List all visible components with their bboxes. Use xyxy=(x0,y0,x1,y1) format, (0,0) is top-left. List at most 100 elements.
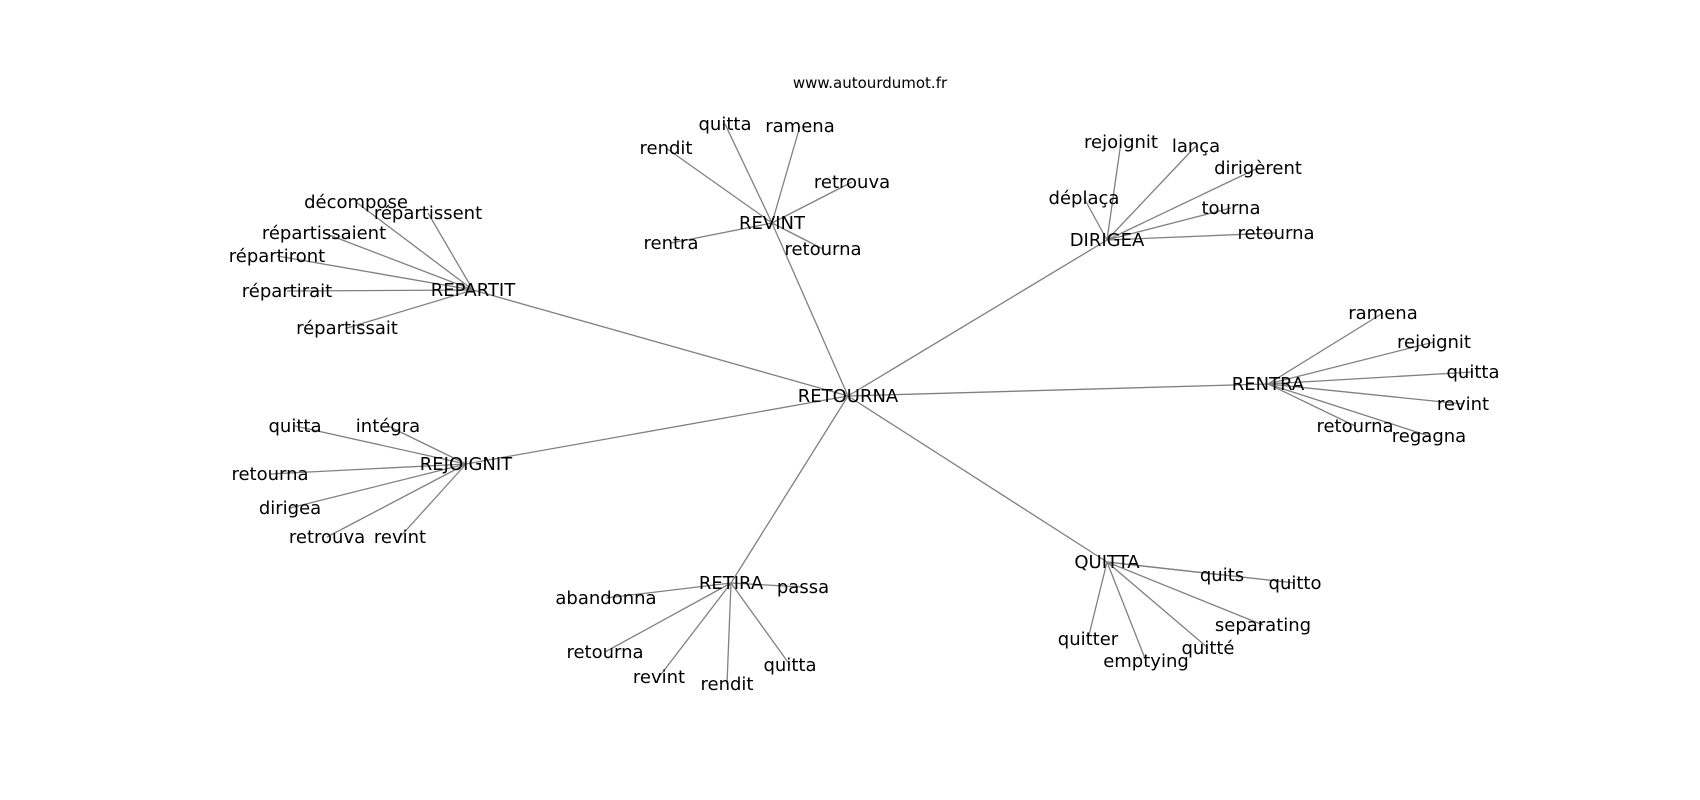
hub-label-revint[interactable]: REVINT xyxy=(739,213,806,234)
leaf-label-rentra-2[interactable]: quitta xyxy=(1447,362,1500,383)
leaf-label-quitta-4[interactable]: quitté xyxy=(1181,638,1234,659)
edge-revint-leaf-0 xyxy=(724,123,773,224)
leaf-label-revint-3[interactable]: retrouva xyxy=(814,172,890,193)
edge-center-revint xyxy=(771,222,849,397)
edge-revint-leaf-1 xyxy=(771,125,801,224)
leaf-label-retira-1[interactable]: passa xyxy=(777,577,829,598)
edge-retira-leaf-2 xyxy=(604,582,732,653)
edge-quitta-leaf-4 xyxy=(1106,561,1209,649)
graph-edges xyxy=(269,123,1474,685)
leaf-label-dirigea-3[interactable]: déplaça xyxy=(1049,188,1120,209)
edge-repartit-leaf-2 xyxy=(323,232,474,291)
leaf-label-repartit-2[interactable]: répartissaient xyxy=(262,223,386,244)
leaf-label-rentra-5[interactable]: regagna xyxy=(1392,426,1466,447)
watermark: www.autourdumot.fr xyxy=(793,74,948,92)
leaf-label-rejoignit-2[interactable]: retourna xyxy=(231,464,308,485)
edge-rejoignit-leaf-5 xyxy=(399,463,467,538)
edge-center-quitta xyxy=(847,395,1108,563)
leaf-label-quitta-5[interactable]: emptying xyxy=(1103,651,1189,672)
edge-dirigea-leaf-3 xyxy=(1083,197,1108,241)
leaf-label-rejoignit-5[interactable]: revint xyxy=(374,527,426,548)
hub-label-rentra[interactable]: RENTRA xyxy=(1232,374,1305,395)
edge-dirigea-leaf-2 xyxy=(1106,167,1259,241)
leaf-label-repartit-5[interactable]: répartissait xyxy=(296,318,398,339)
leaf-label-dirigea-5[interactable]: retourna xyxy=(1237,223,1314,244)
edge-rentra-leaf-2 xyxy=(1267,371,1474,385)
edge-revint-leaf-4 xyxy=(670,222,773,244)
leaf-label-quitta-2[interactable]: separating xyxy=(1215,615,1311,636)
leaf-label-rejoignit-1[interactable]: intégra xyxy=(356,416,420,437)
edge-retira-leaf-0 xyxy=(605,582,732,599)
edge-rentra-leaf-5 xyxy=(1267,383,1430,437)
edge-repartit-leaf-5 xyxy=(346,289,474,329)
leaf-label-revint-2[interactable]: rendit xyxy=(640,138,693,159)
leaf-label-revint-5[interactable]: retourna xyxy=(784,239,861,260)
leaf-label-rejoignit-4[interactable]: retrouva xyxy=(289,527,365,548)
edge-rejoignit-leaf-0 xyxy=(294,425,467,465)
leaf-label-revint-1[interactable]: ramena xyxy=(765,116,834,137)
edge-repartit-leaf-0 xyxy=(355,201,474,291)
leaf-label-rejoignit-0[interactable]: quitta xyxy=(269,416,322,437)
edge-center-dirigea xyxy=(847,239,1108,397)
edge-rentra-leaf-3 xyxy=(1267,383,1464,405)
edge-quitta-leaf-5 xyxy=(1106,561,1147,662)
edge-dirigea-leaf-1 xyxy=(1106,145,1197,241)
edge-retira-leaf-1 xyxy=(730,582,804,588)
leaf-label-dirigea-2[interactable]: dirigèrent xyxy=(1214,158,1302,179)
leaf-label-dirigea-1[interactable]: lança xyxy=(1172,136,1220,157)
leaf-label-revint-4[interactable]: rentra xyxy=(644,233,699,254)
edge-rejoignit-leaf-4 xyxy=(326,463,467,538)
leaf-label-revint-0[interactable]: quitta xyxy=(699,114,752,135)
leaf-label-dirigea-0[interactable]: rejoignit xyxy=(1084,132,1158,153)
edge-quitta-leaf-3 xyxy=(1087,561,1108,640)
leaf-label-repartit-1[interactable]: répartissent xyxy=(374,203,482,224)
leaf-label-retira-3[interactable]: revint xyxy=(633,667,685,688)
edge-rejoignit-leaf-1 xyxy=(387,425,467,465)
leaf-label-repartit-3[interactable]: répartiront xyxy=(229,246,325,267)
edge-repartit-leaf-4 xyxy=(286,289,474,292)
edge-center-repartit xyxy=(472,289,849,397)
edge-retira-leaf-4 xyxy=(726,582,732,685)
edge-rentra-leaf-4 xyxy=(1267,383,1356,427)
leaf-label-rentra-4[interactable]: retourna xyxy=(1316,416,1393,437)
edge-dirigea-leaf-5 xyxy=(1106,232,1277,241)
edge-revint-leaf-5 xyxy=(771,222,824,250)
edge-retira-leaf-5 xyxy=(730,582,791,666)
edge-rejoignit-leaf-2 xyxy=(269,463,467,475)
edge-revint-leaf-3 xyxy=(771,181,853,224)
leaf-label-dirigea-4[interactable]: tourna xyxy=(1201,198,1260,219)
graph-labels: quitta ramena rendit retrouva rentra retourna… xyxy=(229,114,1500,695)
center-label[interactable]: RETOURNA xyxy=(798,386,899,407)
leaf-label-quitta-3[interactable]: quitter xyxy=(1058,629,1119,650)
leaf-label-rentra-3[interactable]: revint xyxy=(1437,394,1489,415)
edge-repartit-leaf-1 xyxy=(427,212,474,291)
leaf-label-repartit-4[interactable]: répartirait xyxy=(242,281,332,302)
hub-label-repartit[interactable]: REPARTIT xyxy=(431,280,516,301)
edge-quitta-leaf-1 xyxy=(1106,561,1296,584)
edge-center-retira xyxy=(730,395,849,584)
edge-rentra-leaf-1 xyxy=(1267,341,1435,385)
edge-dirigea-leaf-4 xyxy=(1106,207,1232,241)
edge-center-rentra xyxy=(847,383,1269,397)
hub-label-quitta[interactable]: QUITTA xyxy=(1074,552,1140,573)
leaf-label-repartit-0[interactable]: décompose xyxy=(304,192,408,213)
leaf-label-rentra-1[interactable]: rejoignit xyxy=(1397,332,1471,353)
leaf-label-retira-4[interactable]: rendit xyxy=(701,674,754,695)
edge-rejoignit-leaf-3 xyxy=(289,463,467,509)
leaf-label-quitta-0[interactable]: quits xyxy=(1200,565,1244,586)
edge-center-rejoignit xyxy=(465,395,849,465)
hub-label-retira[interactable]: RETIRA xyxy=(699,573,764,594)
leaf-label-rejoignit-3[interactable]: dirigea xyxy=(259,498,321,519)
leaf-label-rentra-0[interactable]: ramena xyxy=(1348,303,1417,324)
hub-label-rejoignit[interactable]: REJOIGNIT xyxy=(420,454,513,475)
edge-rentra-leaf-0 xyxy=(1267,312,1384,385)
edge-repartit-leaf-3 xyxy=(276,255,474,291)
hub-label-dirigea[interactable]: DIRIGEA xyxy=(1070,230,1145,251)
leaf-label-retira-0[interactable]: abandonna xyxy=(555,588,656,609)
leaf-label-quitta-1[interactable]: quitto xyxy=(1269,573,1322,594)
edge-revint-leaf-2 xyxy=(665,147,773,224)
leaf-label-retira-5[interactable]: quitta xyxy=(764,655,817,676)
edge-dirigea-leaf-0 xyxy=(1106,141,1122,241)
leaf-label-retira-2[interactable]: retourna xyxy=(566,642,643,663)
